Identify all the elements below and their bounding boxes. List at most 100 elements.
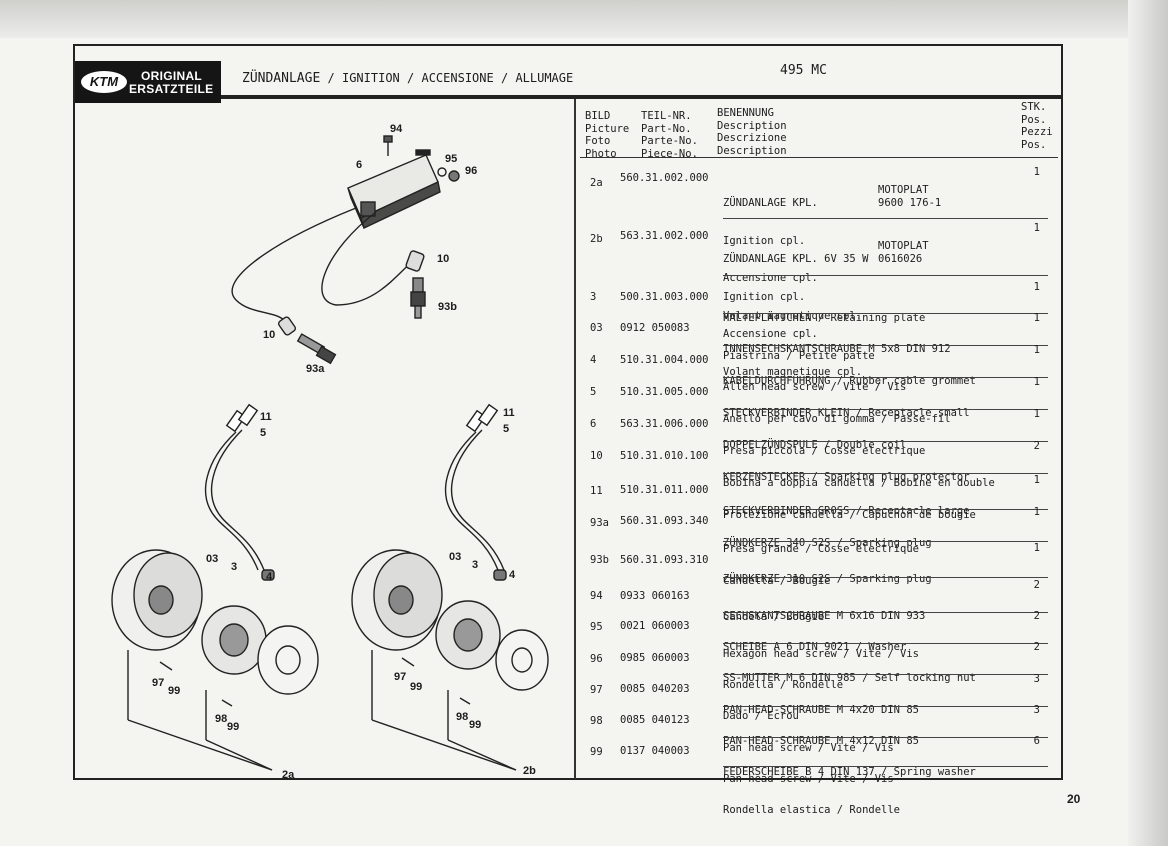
label-03: 03 [206,553,218,565]
column-heading-picture: BILD Picture Foto Photo [585,110,630,160]
column-divider [574,99,576,779]
row-rule [723,766,1048,767]
row-part-number: 510.31.011.000 [620,484,709,496]
row-picture-ref: 93b [590,554,609,566]
row-picture-ref: 94 [590,590,603,602]
row-supplier-note: MOTOPLAT 0616026 [878,240,929,265]
title-french: ALLUMAGE [515,71,574,85]
row-part-number: 0137 040003 [620,745,690,757]
label-4: 4 [266,571,273,583]
spark-plug-93a-drawing [296,333,337,365]
label-98: 98 [456,711,468,723]
row-picture-ref: 10 [590,450,603,462]
parts-row: 96 0985 060003 SS-MUTTER M 6 DIN 985 / S… [580,641,1058,722]
ktm-logo-oval: KTM [81,71,127,93]
label-93a: 93a [306,363,325,375]
row-quantity: 1 [1033,474,1040,486]
row-part-number: 563.31.006.000 [620,418,709,430]
row-quantity: 1 [1033,408,1040,420]
title-english: IGNITION [341,71,400,85]
parts-row: 93a 560.31.093.340 ZÜNDKERZE 340 S2S / S… [580,506,1058,587]
label-4: 4 [509,569,516,581]
row-description: SCHEIBE A 6 DIN 9021 / Washer Rondella /… [723,641,907,691]
brand-line-original: ORIGINAL [141,69,203,83]
flywheel-assembly-2a-drawing [111,403,319,771]
row-rule [723,275,1048,276]
nut-drawing [448,170,460,182]
row-part-number: 563.31.002.000 [620,230,709,242]
row-rule [723,541,1048,542]
row-supplier-note: MOTOPLAT 9600 176-1 [878,184,942,209]
row-part-number: 510.31.010.100 [620,450,709,462]
model-label: 495 MC [780,63,827,78]
row-part-number: 0985 060003 [620,652,690,664]
row-quantity: 1 [1033,506,1040,518]
label-10: 10 [437,253,449,265]
row-rule [723,377,1048,378]
label-2b: 2b [523,765,536,777]
row-rule [723,441,1048,442]
page-frame [73,44,1063,780]
row-description: STECKVERBINDER KLEIN / Receptacle small … [723,407,970,457]
label-97: 97 [394,671,406,683]
parts-row: 03 0912 050083 INNENSECHSKANTSCHRAUBE M … [580,312,1058,393]
row-picture-ref: 6 [590,418,597,430]
row-rule [723,706,1048,707]
label-99: 99 [168,685,180,697]
parts-row: 95 0021 060003 SCHEIBE A 6 DIN 9021 / Wa… [580,610,1058,691]
row-quantity: 6 [1033,735,1040,747]
row-quantity: 1 [1033,344,1040,356]
label-6: 6 [356,159,362,171]
row-picture-ref: 96 [590,653,603,665]
row-rule [723,643,1048,644]
row-part-number: 510.31.005.000 [620,386,709,398]
title-separator: / [407,71,415,85]
label-99: 99 [227,721,239,733]
row-picture-ref: 99 [590,746,603,758]
flywheel-assembly-2b-drawing [351,403,549,771]
row-description: STECKVERBINDER GROSS / Receptacle large … [723,505,970,555]
parts-row: 5 510.31.005.000 STECKVERBINDER KLEIN / … [580,376,1058,457]
exploded-parts-diagram: 94 6 95 96 10 93b 10 93a 11 5 03 3 4 97 … [111,123,549,778]
row-quantity: 1 [1033,281,1040,293]
label-93b: 93b [438,301,457,313]
row-rule [723,612,1048,613]
row-quantity: 1 [1033,542,1040,554]
column-heading-description: BENENNUNG Description Descrizione Descri… [717,107,787,157]
row-quantity: 2 [1033,610,1040,622]
label-3: 3 [231,561,237,573]
ht-lead-left [231,207,357,323]
row-quantity: 3 [1033,673,1040,685]
row-part-number: 500.31.003.000 [620,291,709,303]
row-picture-ref: 93a [590,517,609,529]
row-description: INNENSECHSKANTSCHRAUBE M 5x8 DIN 912 All… [723,343,951,393]
row-quantity: 3 [1033,704,1040,716]
label-10: 10 [263,329,275,341]
row-rule [723,577,1048,578]
page-top-shadow [0,0,1168,38]
title-separator: / [327,71,335,85]
double-coil-drawing [347,149,441,229]
row-rule [723,409,1048,410]
row-description: SECHSKANTSCHRAUBE M 6x16 DIN 933 Hexagon… [723,610,926,660]
row-quantity: 2 [1033,641,1040,653]
parts-row: 97 0085 040203 PAN-HEAD-SCHRAUBE M 4x20 … [580,673,1058,754]
header-rule [73,95,1063,99]
label-95: 95 [445,153,457,165]
label-11: 11 [260,411,272,423]
parts-row: 11 510.31.011.000 STECKVERBINDER GROSS /… [580,474,1058,555]
row-description: KABELDURCHFÜHRUNG / Rubber cable grommet… [723,375,976,425]
parts-row: 6 563.31.006.000 DOPPELZÜNDSPULE / Doubl… [580,408,1058,489]
row-picture-ref: 11 [590,485,603,497]
row-description: KERZENSTECKER / Sparking plug protector … [723,471,976,521]
label-3: 3 [472,559,478,571]
row-picture-ref: 2b [590,233,603,245]
row-rule [723,509,1048,510]
spark-plug-93b-drawing [410,277,426,319]
heading-rule [580,157,1058,158]
ht-lead-right [321,211,415,306]
row-part-number: 0085 040123 [620,714,690,726]
row-rule [723,674,1048,675]
parts-row: 93b 560.31.093.310 ZÜNDKERZE 310 S2S / S… [580,542,1058,623]
title-italian: ACCENSIONE [421,71,494,85]
